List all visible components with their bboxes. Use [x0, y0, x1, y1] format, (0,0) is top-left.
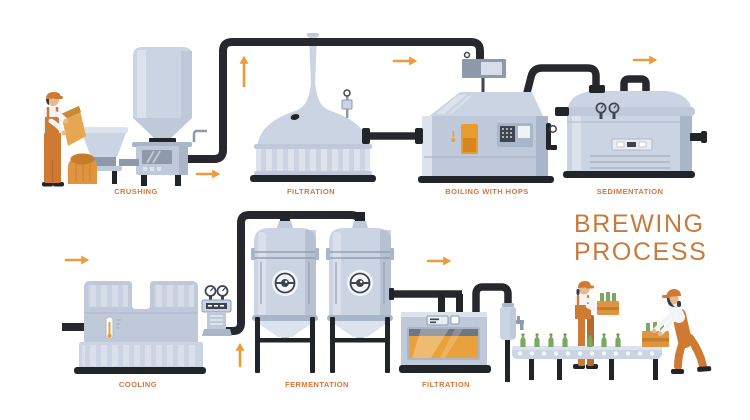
page-title: BREWING PROCESS [574, 210, 707, 266]
bottle-filler [500, 303, 524, 382]
station-filtration-final [399, 312, 491, 373]
pipes [62, 33, 600, 335]
filtration-spire [307, 33, 319, 86]
pipe-stub-right [690, 131, 707, 143]
station-cooling [74, 281, 232, 374]
flame-indicator [451, 131, 456, 142]
pipe-flange-top [589, 85, 605, 93]
crusher-machine [132, 129, 207, 186]
label-fermentation: FERMENTATION [285, 380, 349, 389]
dome-instrument [341, 89, 353, 118]
worker-picking-crate [651, 289, 712, 374]
pipe-stub-filter-in1 [438, 294, 445, 314]
pipe-filter-to-filler [472, 283, 512, 312]
filter-display [426, 315, 460, 326]
station-filtration-mash [250, 82, 376, 182]
pipe-boiling-to-sedimentation [514, 64, 600, 129]
pipe-flange-dome [362, 128, 370, 144]
cooling-base [74, 367, 206, 374]
grain-silo [133, 47, 192, 143]
tank-panel [611, 138, 653, 151]
filter-base [399, 365, 491, 373]
control-panel [497, 123, 533, 147]
grain-sack [68, 153, 97, 184]
porthole-window [347, 270, 373, 296]
sedimentation-tank [567, 91, 692, 172]
outlet-flange [389, 288, 394, 300]
boiler-lid [427, 92, 544, 118]
pipe-stub-filter-in2 [456, 294, 463, 314]
gauge-assembly [201, 285, 232, 336]
label-boiling-with-hops: BOILING WITH HOPS [445, 187, 529, 196]
label-filtration-final: FILTRATION [422, 380, 470, 389]
title-line-1: BREWING [574, 210, 705, 238]
pressure-gauges [595, 102, 620, 119]
station-boiling [362, 51, 557, 183]
sedimentation-base [563, 171, 695, 178]
fermenter-tank-1 [251, 212, 319, 373]
pipe-stub-left [555, 107, 569, 116]
station-sedimentation [555, 75, 707, 178]
label-sedimentation: SEDIMENTATION [596, 187, 664, 196]
worker-beard [667, 297, 675, 307]
flow-arrows [64, 55, 658, 368]
thermometer [105, 316, 121, 340]
bottling-line [500, 281, 712, 382]
label-crushing: CRUSHING [114, 187, 158, 196]
monitor-on-pipe [462, 51, 506, 92]
mash-tun-dome [257, 82, 369, 148]
label-cooling: COOLING [118, 380, 158, 389]
tank-handle [620, 75, 650, 91]
fermenter-tank-2 [326, 212, 394, 373]
feeder-hopper [80, 127, 139, 184]
station-fermentation [251, 212, 394, 373]
filtration-base [250, 175, 376, 182]
station-crushing [42, 47, 207, 187]
worker-pouring-grain [42, 92, 86, 187]
porthole-window [272, 270, 298, 296]
worker-cap [666, 289, 681, 297]
boiler-door [461, 124, 478, 154]
pipe-flange-left [415, 128, 423, 144]
crate-of-bottles-held [597, 292, 619, 315]
filter-window [407, 327, 480, 360]
side-valve-bracket [546, 123, 557, 150]
title-line-2: PROCESS [574, 238, 708, 266]
pipe-crusher-to-boiling [184, 38, 484, 163]
beer-bottles [520, 333, 621, 347]
overflow-hook-pipe [192, 129, 207, 142]
boiler-base [418, 176, 554, 183]
dome-slatted-drum [256, 149, 370, 172]
label-filtration-mash: FILTRATION [287, 187, 335, 196]
